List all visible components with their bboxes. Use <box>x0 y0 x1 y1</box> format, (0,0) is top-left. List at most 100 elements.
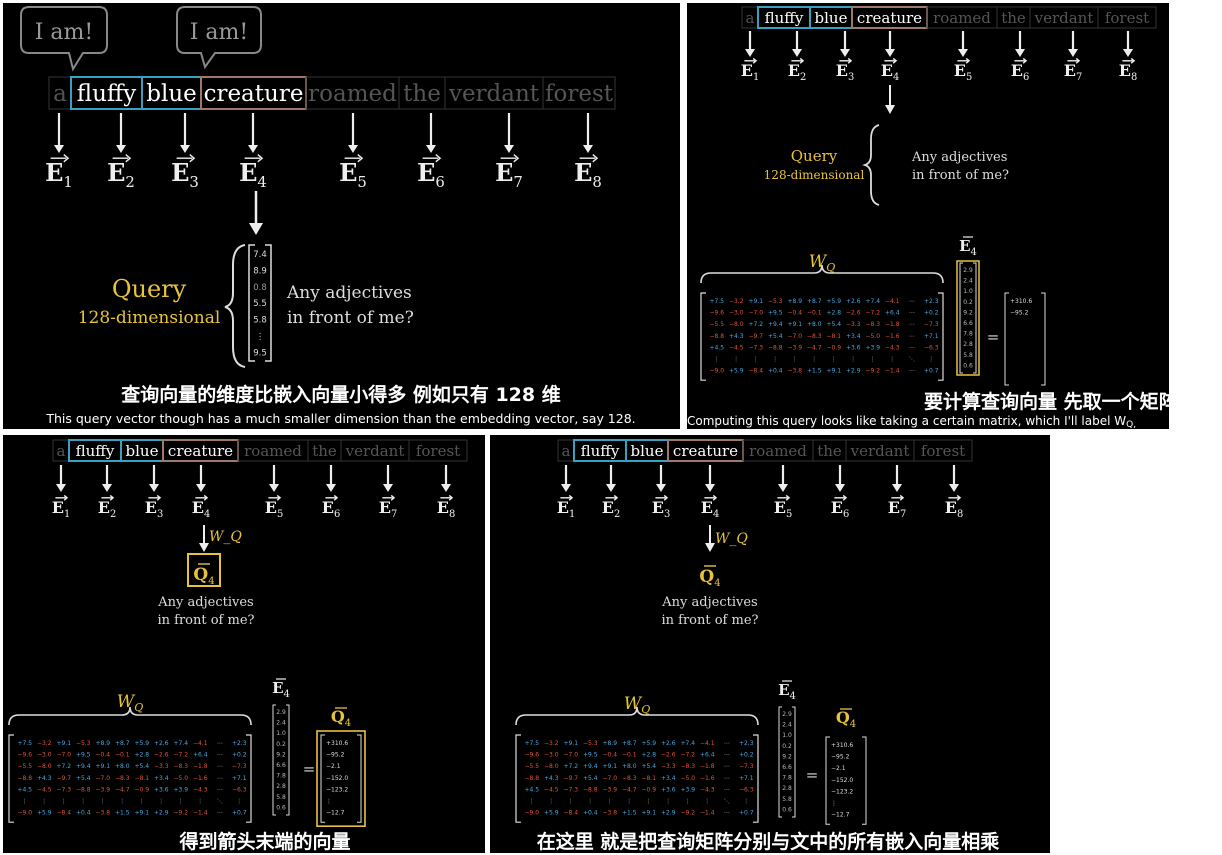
matrix-cell: +7.2 <box>56 763 71 770</box>
matrix-cell: ⋯ <box>909 368 915 375</box>
token-creature: creature <box>673 442 738 460</box>
e4-value: 2.4 <box>963 278 973 285</box>
matrix-cell: −9.6 <box>709 310 724 317</box>
token-blue: blue <box>815 9 848 27</box>
token-roamed: roamed <box>308 81 397 107</box>
token-verdant: verdant <box>1034 9 1094 27</box>
matrix-cell: −8.1 <box>641 775 656 782</box>
vector-arrow-tip <box>109 494 115 501</box>
e4-query-arrow <box>885 85 895 114</box>
result-vector: Q4+310.6−95.2−2.1−152.0−123.2⋮−12.7 <box>825 708 867 825</box>
e4-bracket-right <box>286 704 290 816</box>
matrix-cell: +9.5 <box>583 752 598 759</box>
result-value: −12.7 <box>326 810 345 817</box>
matrix-cell: ⋮ <box>850 356 856 363</box>
matrix-cell: +9.1 <box>134 810 149 817</box>
matrix-cell: −8.8 <box>524 775 539 782</box>
vector-arrow-tip <box>63 154 70 163</box>
matrix-cell: −7.2 <box>173 752 188 759</box>
matrix-cell: +3.4 <box>846 333 861 340</box>
vector-arrow-tip <box>752 57 758 64</box>
matrix-cell: ⋮ <box>100 798 106 805</box>
question-line-1: Any adjectives <box>157 595 253 610</box>
arrow-head <box>149 484 159 492</box>
matrix-cell: +1.5 <box>622 810 637 817</box>
matrix-cell: +4.3 <box>544 775 559 782</box>
e4-bracket-right <box>973 262 977 374</box>
arrow-head <box>949 484 959 492</box>
embedding-label-5: E5 <box>954 61 973 83</box>
matrix-cell: ⋮ <box>236 798 242 805</box>
result-value: ⋮ <box>326 798 332 805</box>
matrix-cell: +3.4 <box>661 775 676 782</box>
matrix-bracket-right <box>753 734 759 823</box>
arrow-head <box>426 145 436 153</box>
vector-arrow-tip <box>785 494 791 501</box>
matrix-cell: −9.0 <box>524 810 539 817</box>
e4-value: 2.8 <box>782 785 792 792</box>
matrix-cell: −7.0 <box>787 333 802 340</box>
arrow-head <box>54 145 64 153</box>
matrix-cell: ⋮ <box>607 798 613 805</box>
token-a: a <box>57 442 66 460</box>
vector-arrow-tip <box>156 494 162 501</box>
embedding-label-5: E5 <box>774 498 793 520</box>
matrix-cell: ⋯ <box>724 740 730 747</box>
vector-arrow-tip <box>276 494 282 501</box>
token-box <box>408 439 468 462</box>
matrix-cell: +7.4 <box>865 298 880 305</box>
embedding-label-6: E6 <box>831 498 850 520</box>
matrix-cell: −9.0 <box>709 368 724 375</box>
embedding-label-3: E3 <box>171 158 199 191</box>
arrow-head <box>1068 49 1078 57</box>
e4-bracket-left <box>272 704 276 816</box>
matrix-cell: +0.4 <box>583 810 598 817</box>
question-line-2: in front of me? <box>912 168 1009 183</box>
e4-value: 7.8 <box>276 773 286 780</box>
matrix-brace <box>515 706 759 726</box>
matrix-cell: −7.0 <box>95 775 110 782</box>
matrix-cell: +8.7 <box>807 298 822 305</box>
matrix-cell: −1.6 <box>885 333 900 340</box>
e4-value: 5.8 <box>963 352 973 359</box>
matrix-cell: +9.1 <box>787 321 802 328</box>
vector-arrow-tip <box>1130 57 1136 64</box>
embedding-label-4: E4 <box>192 498 211 520</box>
query-brace <box>862 124 880 206</box>
query-vector-value: 0.8 <box>253 283 267 293</box>
result-value: ⋮ <box>831 800 837 807</box>
matrix-cell: −8.3 <box>173 763 188 770</box>
arrow-head <box>705 484 715 492</box>
matrix-cell: −7.0 <box>748 310 763 317</box>
matrix-label: WQ <box>809 252 836 274</box>
token-blue: blue <box>631 442 664 460</box>
subtitle-zh: 得到箭头末端的向量 <box>178 830 350 853</box>
matrix-cell: −7.2 <box>865 310 880 317</box>
matrix-cell: −7.0 <box>563 752 578 759</box>
matrix-cell: −5.0 <box>680 775 695 782</box>
e4-value: 0.6 <box>963 362 973 369</box>
matrix-cell: ⋮ <box>158 798 164 805</box>
matrix-cell: +7.1 <box>232 775 247 782</box>
matrix-cell: ⋮ <box>792 356 798 363</box>
matrix-cell: +2.3 <box>232 740 247 747</box>
matrix-cell: −8.3 <box>115 775 130 782</box>
matrix-cell: ⋯ <box>909 298 915 305</box>
matrix-cell: −4.7 <box>115 786 130 793</box>
matrix-cell: ⋯ <box>217 810 223 817</box>
q4-symbol: Q4 <box>699 565 721 589</box>
matrix-cell: ⋯ <box>724 763 730 770</box>
matrix-cell: +5.9 <box>544 810 559 817</box>
arrow-head <box>583 145 593 153</box>
arrow-head <box>885 49 895 57</box>
matrix-cell: −9.2 <box>173 810 188 817</box>
matrix-cell: ⋯ <box>909 344 915 351</box>
matrix-cell: −3.0 <box>37 752 52 759</box>
matrix-cell: −3.3 <box>846 321 861 328</box>
result-vector: +310.6−95.2 <box>1004 292 1046 386</box>
matrix-cell: ⋱ <box>909 356 915 363</box>
matrix-cell: ⋮ <box>889 356 895 363</box>
